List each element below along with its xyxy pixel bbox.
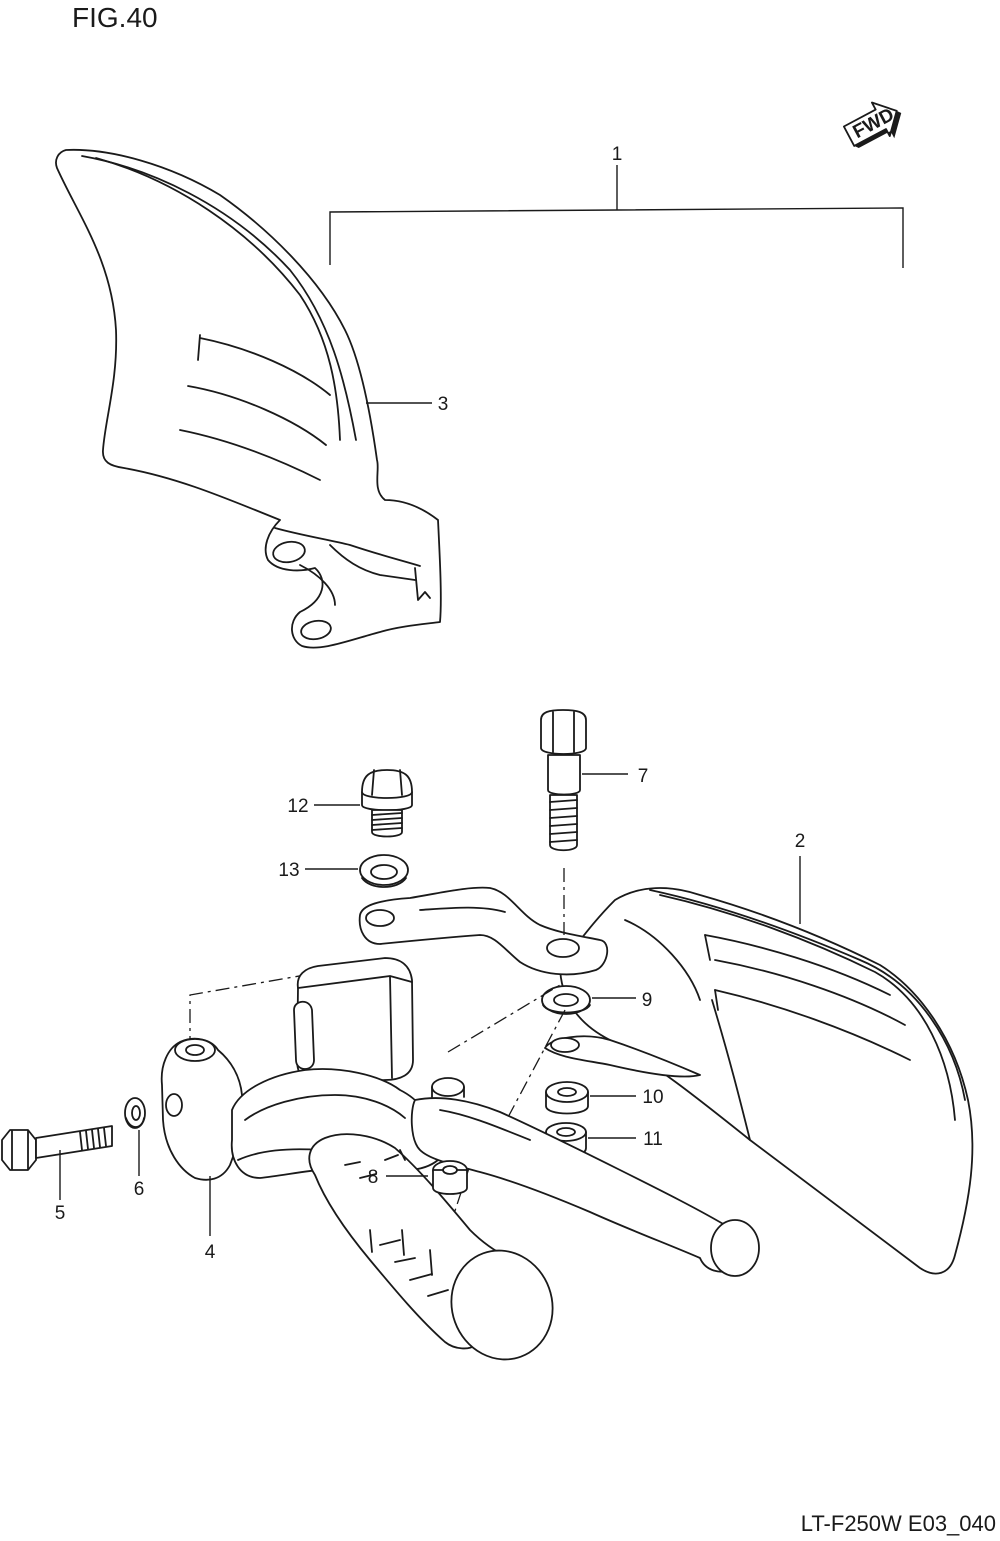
bracket-plate: [358, 886, 609, 976]
callout-13: 13: [278, 860, 299, 881]
callout-9: 9: [642, 990, 653, 1011]
callout-10: 10: [642, 1087, 663, 1108]
bolt-5: [1, 1125, 113, 1171]
lower-bracket-arm: [544, 1035, 701, 1078]
lever-holder-assembly: [160, 957, 760, 1361]
hand-guard-right: [559, 887, 974, 1275]
callout-6: 6: [134, 1179, 145, 1200]
forward-arrow-icon: FWD: [842, 101, 902, 149]
hand-guard-left: [55, 148, 442, 649]
callout-5: 5: [55, 1203, 66, 1224]
drawing-code: LT-F250W E03_040: [800, 1511, 996, 1536]
callout-4: 4: [205, 1242, 216, 1263]
bolt-12: [361, 769, 413, 838]
figure-title: FIG.40: [72, 2, 158, 33]
callout-11: 11: [643, 1129, 663, 1150]
callout-8: 8: [368, 1167, 379, 1188]
callout-1: 1: [612, 144, 623, 165]
bolt-7: [540, 709, 587, 852]
callout-7: 7: [638, 766, 649, 787]
washer-6: [124, 1097, 146, 1129]
washer-13: [359, 854, 409, 888]
washer-9: [541, 985, 591, 1015]
callout-3: 3: [438, 394, 449, 415]
callout-12: 12: [287, 796, 308, 817]
callout-2: 2: [795, 831, 806, 852]
nut-10: [545, 1081, 589, 1115]
callout-1-bracket: [329, 165, 904, 268]
